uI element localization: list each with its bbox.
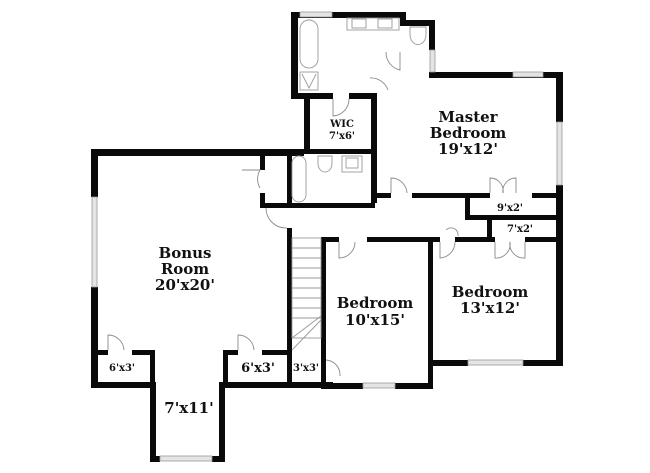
closet-center-size: 6'x3' <box>241 361 275 376</box>
fixtures <box>291 17 427 203</box>
room-labels: Master Bedroom 19'x12' WIC 7'x6' Bonus R… <box>109 108 533 417</box>
closet-7x2-size: 7'x2' <box>507 224 533 235</box>
bonus-room-size: 20'x20' <box>155 276 215 294</box>
wic-name: WIC <box>329 119 354 130</box>
bedroom-3-name: Bedroom <box>452 283 529 301</box>
closet-small-size: 3'x3' <box>293 363 319 374</box>
bonus-room-name-1: Bonus <box>159 244 212 262</box>
bonus-room-name-2: Room <box>161 260 209 278</box>
doors <box>107 51 526 377</box>
walls <box>91 12 563 462</box>
closet-left-size: 6'x3' <box>109 363 135 374</box>
master-bedroom-size: 19'x12' <box>438 140 498 158</box>
bedroom-2-size: 10'x15' <box>345 311 405 329</box>
closet-9x2-size: 9'x2' <box>497 203 523 214</box>
staircase <box>291 237 322 351</box>
bedroom-3-size: 13'x12' <box>460 299 520 317</box>
wic-size: 7'x6' <box>329 131 355 142</box>
master-bedroom-name-2: Bedroom <box>430 124 507 142</box>
bedroom-2-name: Bedroom <box>337 294 414 312</box>
alcove-size: 7'x11' <box>164 399 213 417</box>
windows <box>91 11 563 462</box>
master-bedroom-name-1: Master <box>438 108 498 126</box>
